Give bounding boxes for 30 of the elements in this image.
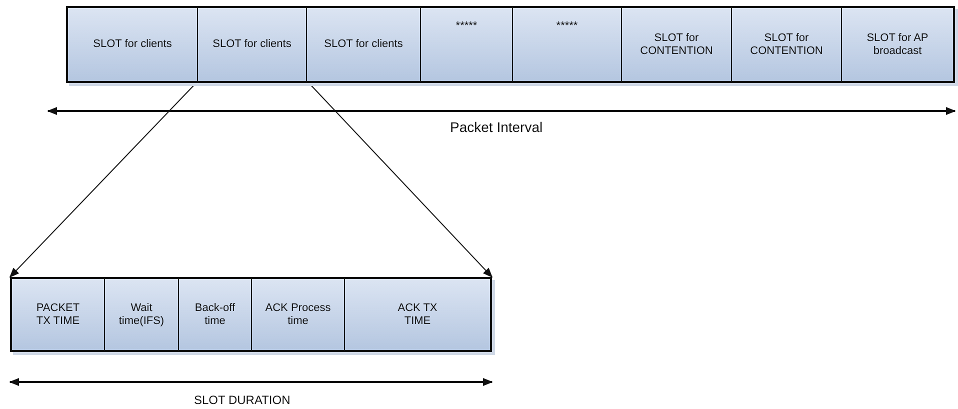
cell-label: ***** [454,20,478,33]
cell-label: SLOT for clients [92,38,173,51]
slot-detail-bar [10,277,492,352]
slot-cell [198,8,307,81]
slot-cell [421,8,513,81]
slot-cell [179,279,252,350]
cell-label: ACK Process time [264,302,332,328]
dimension-label: Packet Interval [450,119,543,135]
dimension-label: SLOT DURATION [194,393,290,407]
cell-label: SLOT for AP broadcast [866,32,930,58]
cell-label: Back-off time [194,302,236,328]
cell-label: ***** [555,20,579,33]
cell-label: SLOT for CONTENTION [749,32,824,58]
cell-label: Wait time(IFS) [118,302,166,328]
cell-label: SLOT for clients [323,38,404,51]
cell-label: ACK TX TIME [396,302,438,328]
slot-cell [307,8,421,81]
slot-cell [842,8,953,81]
slot-cell [12,279,105,350]
slot-cell [68,8,198,81]
slot-cell [513,8,622,81]
slot-cell [252,279,345,350]
slot-bar [66,6,955,83]
cell-label: SLOT for CONTENTION [639,32,714,58]
slot-cell [345,279,490,350]
slot-cell [105,279,179,350]
cell-label: SLOT for clients [212,38,292,51]
cell-label: PACKET TX TIME [35,302,81,328]
slot-cell [732,8,842,81]
slot-cell [622,8,732,81]
